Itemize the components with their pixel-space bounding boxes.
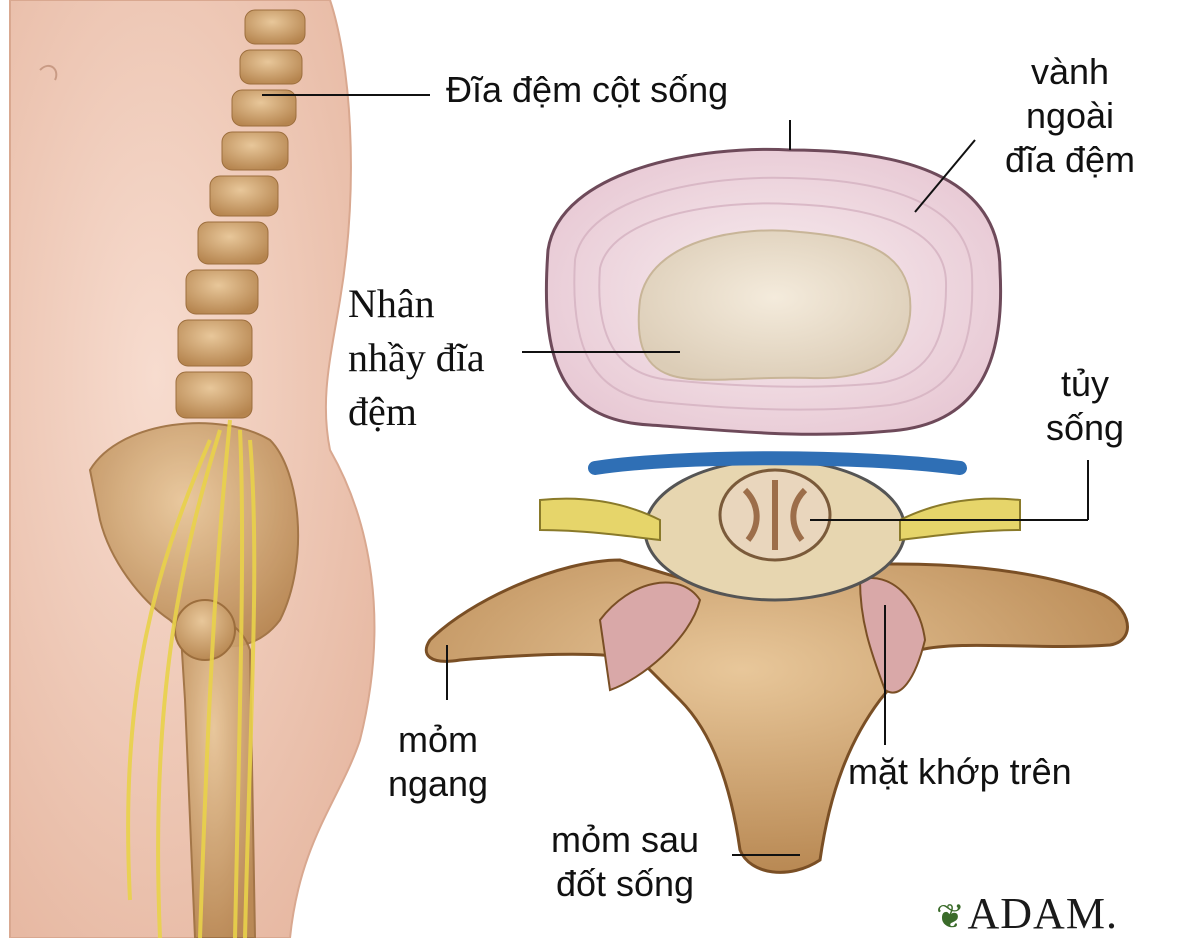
label-spinal-cord-line2: sống	[1030, 406, 1140, 450]
label-annulus-line2: ngoài	[985, 94, 1155, 138]
label-annulus-line1: vành	[985, 50, 1155, 94]
label-nucleus-line2: nhầy đĩa	[348, 331, 485, 385]
leaf-icon: ❦	[936, 899, 966, 936]
label-transverse-line2: ngang	[368, 762, 508, 806]
label-spinous-line1: mỏm sau	[520, 818, 730, 862]
label-annulus: vành ngoài đĩa đệm	[985, 50, 1155, 182]
logo-text: ADAM.	[968, 889, 1118, 938]
adam-logo: ❦ADAM.	[936, 890, 1118, 942]
label-nucleus-line3: đệm	[348, 385, 485, 439]
label-spinal-cord-line1: tủy	[1030, 362, 1140, 406]
label-nucleus-line1: Nhân	[348, 277, 485, 331]
label-spinal-cord: tủy sống	[1030, 362, 1140, 450]
label-transverse-line1: mỏm	[368, 718, 508, 762]
label-annulus-line3: đĩa đệm	[985, 138, 1155, 182]
label-facet: mặt khớp trên	[848, 750, 1072, 794]
label-nucleus: Nhân nhầy đĩa đệm	[348, 277, 485, 439]
label-disc: Đĩa đệm cột sống	[446, 68, 728, 112]
label-spinous-process: mỏm sau đốt sống	[520, 818, 730, 906]
torso-figure	[10, 0, 374, 938]
label-spinous-line2: đốt sống	[520, 862, 730, 906]
label-transverse-process: mỏm ngang	[368, 718, 508, 806]
nucleus-pulposus	[639, 230, 911, 379]
